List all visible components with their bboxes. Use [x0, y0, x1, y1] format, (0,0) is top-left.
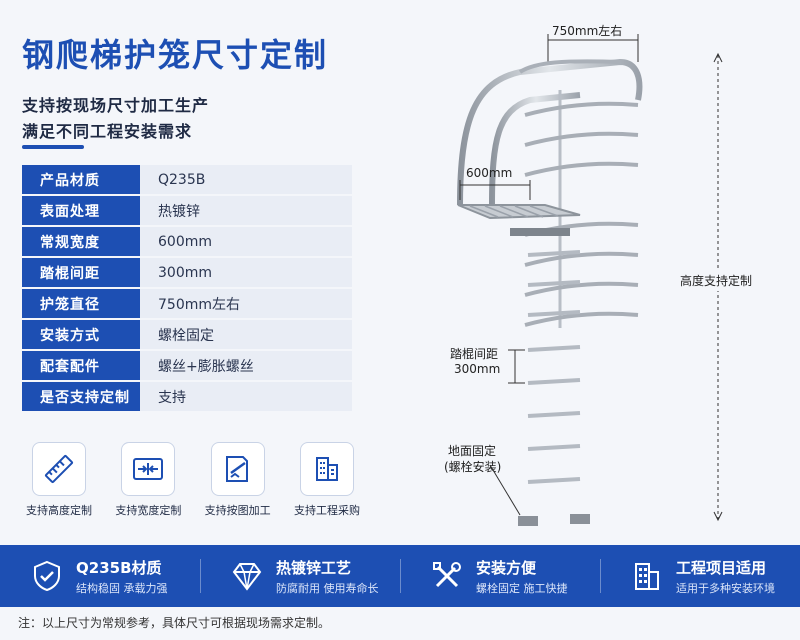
ground-fix-note: (螺栓安装): [444, 460, 502, 474]
band-title: 安装方便: [476, 558, 537, 577]
ladder-diagram-panel: 750mm左右 600mm 高度支持定制 踏棍间距 300mm 地面固定 (螺栓…: [380, 0, 800, 540]
cage-diameter-label: 750mm左右: [552, 24, 623, 38]
shield-check-icon: [28, 557, 66, 595]
spec-key: 踏棍间距: [22, 258, 140, 287]
drawing-edit-icon: [210, 442, 265, 496]
page-title: 钢爬梯护笼尺寸定制: [22, 36, 329, 74]
ruler-icon: [32, 442, 86, 496]
spec-value: 热镀锌: [140, 196, 352, 225]
spec-row: 配套配件 螺丝+膨胀螺丝: [22, 351, 352, 380]
spec-row: 表面处理 热镀锌: [22, 196, 352, 225]
band-text: 工程项目适用 适用于多种安装环境: [676, 557, 775, 596]
feature-width: 支持宽度定制: [107, 442, 189, 518]
feature-band: Q235B材质 结构稳固 承载力强 热镀锌工艺 防腐耐用 使用寿命长: [0, 545, 800, 607]
spec-row: 产品材质 Q235B: [22, 165, 352, 194]
spec-table: 产品材质 Q235B 表面处理 热镀锌 常规宽度 600mm 踏棍间距 300m…: [22, 165, 352, 413]
spec-value: 750mm左右: [140, 289, 352, 318]
spec-value: 螺栓固定: [140, 320, 352, 349]
spec-key: 配套配件: [22, 351, 140, 380]
tools-icon: [428, 557, 466, 595]
band-item-projects: 工程项目适用 适用于多种安装环境: [600, 545, 800, 607]
feature-label: 支持按图加工: [204, 504, 271, 517]
spec-key: 产品材质: [22, 165, 140, 194]
spec-key: 是否支持定制: [22, 382, 140, 411]
width-arrows-icon: [121, 442, 176, 496]
band-text: 热镀锌工艺 防腐耐用 使用寿命长: [276, 557, 379, 596]
title-accent-line: [22, 145, 84, 149]
band-item-installation: 安装方便 螺栓固定 施工快捷: [400, 545, 600, 607]
spec-value: 螺丝+膨胀螺丝: [140, 351, 352, 380]
band-desc: 防腐耐用 使用寿命长: [276, 581, 379, 595]
width-label: 600mm: [466, 166, 513, 180]
footnote: 注：以上尺寸为常规参考，具体尺寸可根据现场需求定制。: [18, 616, 331, 630]
rung-spacing-label: 踏棍间距: [450, 347, 499, 361]
building-icon: [628, 557, 666, 595]
band-text: Q235B材质 结构稳固 承载力强: [76, 557, 168, 596]
feature-label: 支持高度定制: [26, 504, 92, 517]
spec-value: 600mm: [140, 227, 352, 256]
band-title: Q235B材质: [76, 558, 162, 577]
left-panel: 钢爬梯护笼尺寸定制 支持按现场尺寸加工生产 满足不同工程安装需求 产品材质 Q2…: [0, 0, 380, 540]
subtitle-line-1: 支持按现场尺寸加工生产: [22, 96, 210, 115]
feature-drawing: 支持按图加工: [197, 442, 279, 518]
diamond-icon: [228, 557, 266, 595]
spec-row: 是否支持定制 支持: [22, 382, 352, 411]
spec-row: 护笼直径 750mm左右: [22, 289, 352, 318]
ground-fix-label: 地面固定: [448, 444, 497, 458]
rung-spacing-value: 300mm: [454, 362, 501, 376]
feature-height: 支持高度定制: [18, 442, 100, 518]
band-desc: 螺栓固定 施工快捷: [476, 581, 568, 595]
band-desc: 结构稳固 承载力强: [76, 581, 168, 595]
spec-value: Q235B: [140, 165, 352, 194]
spec-row: 常规宽度 600mm: [22, 227, 352, 256]
feature-label: 支持工程采购: [293, 504, 360, 517]
feature-label: 支持宽度定制: [115, 504, 182, 517]
height-custom-label: 高度支持定制: [680, 270, 753, 291]
band-title: 工程项目适用: [676, 558, 767, 577]
band-desc: 适用于多种安装环境: [676, 581, 775, 595]
band-text: 安装方便 螺栓固定 施工快捷: [476, 557, 568, 596]
spec-row: 安装方式 螺栓固定: [22, 320, 352, 349]
band-item-material: Q235B材质 结构稳固 承载力强: [0, 545, 200, 607]
spec-key: 安装方式: [22, 320, 140, 349]
spec-key: 常规宽度: [22, 227, 140, 256]
band-item-galvanizing: 热镀锌工艺 防腐耐用 使用寿命长: [200, 545, 400, 607]
spec-row: 踏棍间距 300mm: [22, 258, 352, 287]
ladder-cage-diagram: [457, 34, 723, 526]
feature-icons: 支持高度定制 支持宽度定制: [18, 442, 368, 518]
spec-key: 表面处理: [22, 196, 140, 225]
subtitle-line-2: 满足不同工程安装需求: [22, 122, 193, 141]
buildings-icon: [299, 442, 354, 496]
spec-value: 300mm: [140, 258, 352, 287]
feature-procurement: 支持工程采购: [286, 442, 368, 518]
spec-key: 护笼直径: [22, 289, 140, 318]
spec-value: 支持: [140, 382, 352, 411]
band-title: 热镀锌工艺: [276, 558, 352, 577]
